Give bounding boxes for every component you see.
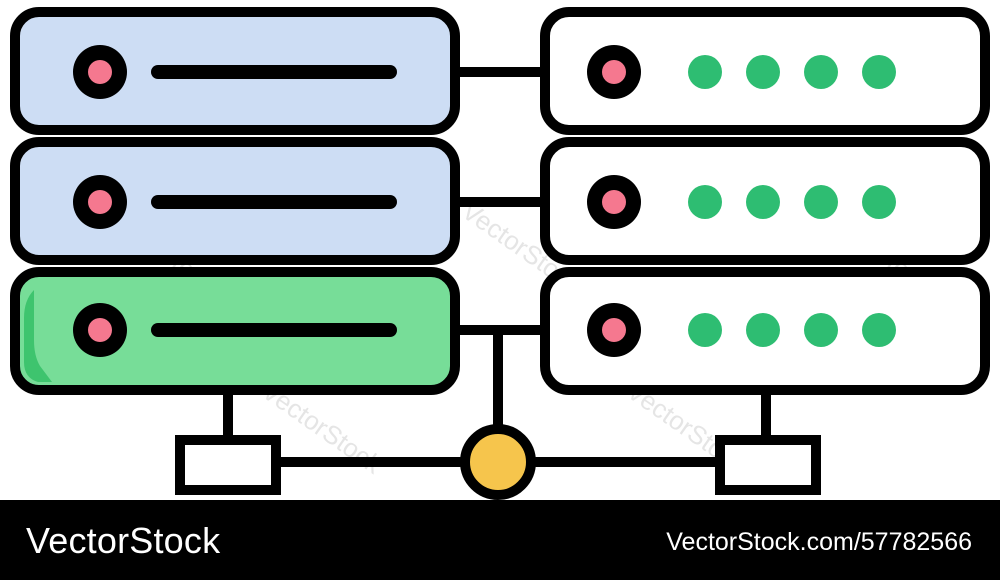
status-dot-icon <box>862 185 896 219</box>
server-network-illustration: VectorStock VectorStock VectorStock Vect… <box>10 7 990 500</box>
left-server-stack <box>10 7 460 395</box>
led-icon <box>88 60 112 84</box>
status-dot-icon <box>862 313 896 347</box>
panel-shade <box>24 290 52 382</box>
right-network-box <box>715 435 821 495</box>
status-dot-icon <box>688 185 722 219</box>
status-dot-icon <box>746 185 780 219</box>
led-icon <box>602 60 626 84</box>
led-icon <box>602 190 626 214</box>
server-network-icon: VectorStock VectorStock VectorStock Vect… <box>10 7 990 500</box>
footer-bar: VectorStock VectorStock.com/57782566 <box>0 500 1000 580</box>
connectors <box>223 67 771 467</box>
status-dot-icon <box>804 313 838 347</box>
status-dot-icon <box>862 55 896 89</box>
left-network-box <box>175 435 281 495</box>
led-icon <box>88 190 112 214</box>
led-icon <box>88 318 112 342</box>
status-dot-icon <box>746 55 780 89</box>
image-id-text: VectorStock.com/57782566 <box>666 528 972 556</box>
status-dot-icon <box>688 313 722 347</box>
right-server-stack <box>540 7 990 395</box>
status-dot-icon <box>688 55 722 89</box>
brand-logo-text: VectorStock <box>26 520 221 561</box>
hub-node-icon <box>460 424 536 500</box>
status-dot-icon <box>746 313 780 347</box>
status-dot-icon <box>804 55 838 89</box>
status-dot-icon <box>804 185 838 219</box>
led-icon <box>602 318 626 342</box>
